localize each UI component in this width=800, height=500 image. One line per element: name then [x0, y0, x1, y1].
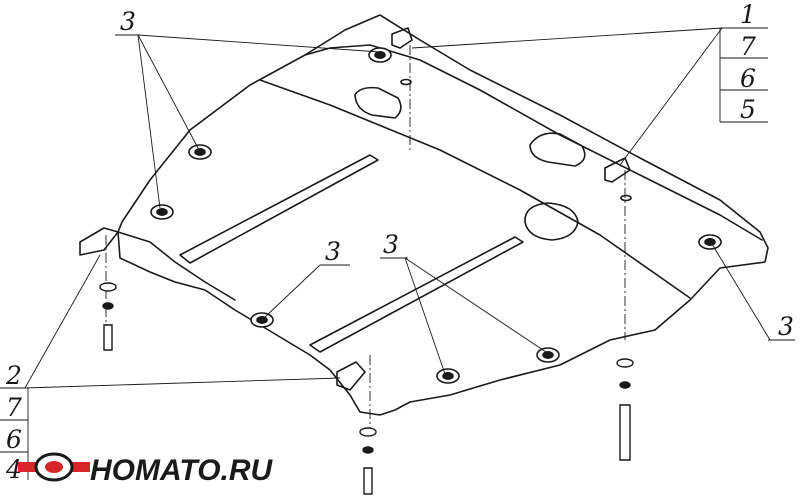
callout-number: 2 — [5, 361, 22, 390]
callout-number: 5 — [740, 95, 756, 124]
callout-number: 3 — [383, 230, 399, 259]
callout-number: 1 — [740, 0, 756, 29]
fastener-right — [616, 358, 634, 461]
mount-nut — [250, 312, 274, 328]
leader-line — [404, 257, 547, 353]
leader-line — [137, 34, 199, 149]
callout-number: 7 — [740, 32, 756, 61]
slot-top — [400, 78, 412, 86]
leader-line — [411, 27, 723, 49]
homato-logo: HOMATO.RU — [18, 452, 274, 487]
front-bend-line — [304, 44, 763, 241]
bracket-right — [604, 157, 631, 183]
callout-number: 6 — [6, 425, 22, 454]
bracket-left — [79, 227, 119, 256]
callout-number: 3 — [120, 7, 136, 36]
plate-outline — [117, 14, 769, 416]
leader-line — [24, 377, 341, 389]
round-opening — [524, 202, 579, 241]
mount-nut — [150, 204, 174, 220]
logo-icon — [18, 452, 90, 482]
mount-nut — [368, 47, 392, 63]
fastener-bottom — [359, 427, 377, 495]
callout-number: 3 — [325, 237, 341, 266]
leader-line — [137, 34, 161, 209]
leader-line — [137, 34, 381, 53]
callout-number: 6 — [740, 64, 756, 93]
mid-bend-line — [259, 79, 691, 299]
leader-line — [24, 254, 101, 389]
mount-nut — [436, 368, 460, 384]
mount-nut — [698, 234, 722, 250]
opening-top — [354, 86, 402, 119]
rib-upper — [179, 154, 379, 264]
callout-number: 3 — [778, 312, 794, 341]
mount-nut — [188, 144, 212, 160]
rib-lower — [309, 236, 524, 353]
mount-nut — [536, 347, 560, 363]
opening-right — [529, 132, 586, 167]
slot-right — [620, 194, 632, 202]
bracket-bottom — [336, 361, 366, 391]
leader-line — [619, 27, 723, 166]
logo-text: HOMATO.RU — [90, 454, 274, 487]
leader-line — [711, 243, 771, 341]
leader-line — [404, 257, 446, 375]
callout-number: 7 — [6, 393, 22, 422]
callout-number: 4 — [5, 455, 22, 484]
fastener-left — [99, 282, 117, 351]
left-flange — [117, 231, 236, 301]
leader-line — [263, 264, 321, 319]
bracket-top — [391, 27, 413, 49]
